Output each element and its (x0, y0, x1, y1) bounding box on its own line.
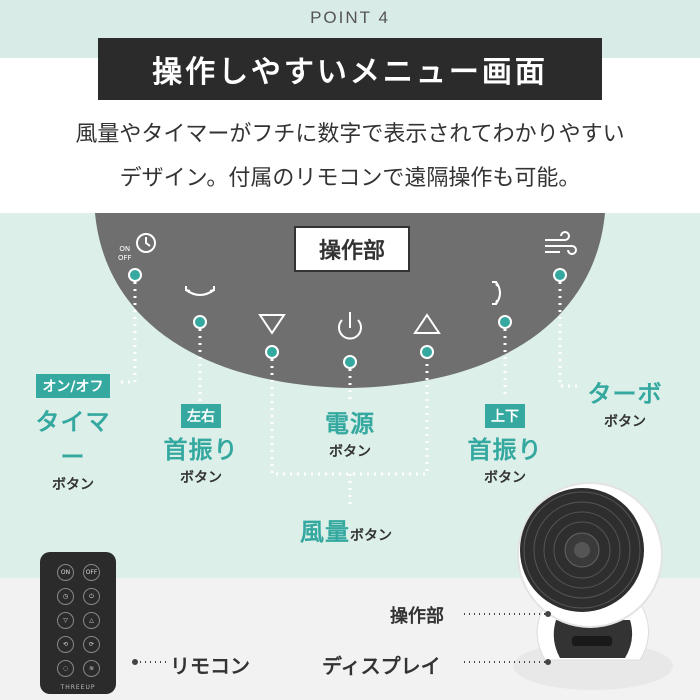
point-label: POINT 4 (310, 8, 390, 27)
connector-lines (118, 275, 578, 504)
turbo-sub-label: ボタン (604, 414, 646, 430)
fan-illustration (513, 482, 673, 690)
swing-ud-callout: 上下 首振り ボタン (462, 404, 548, 487)
power-callout: 電源 ボタン (305, 404, 395, 461)
remote-swing-lr-button: ⟲ (57, 636, 74, 653)
on-text: ON (119, 245, 131, 253)
control-panel-label-text: 操作部 (318, 239, 385, 264)
connector-dots (128, 268, 567, 369)
turbo-dot (553, 268, 567, 282)
swing-ud-badge: 上下 (485, 404, 525, 428)
power-dot (343, 355, 357, 369)
page-title: 操作しやすいメニュー画面 (98, 38, 602, 100)
remote-turbo-button: ≋ (83, 660, 100, 677)
wind-down-dot (265, 345, 279, 359)
description-line-2: デザイン。付属のリモコンで遠隔操作も可能。 (119, 166, 581, 191)
timer-callout: オン/オフ タイマー ボタン (28, 374, 118, 494)
bottom-connector-lines (140, 613, 545, 663)
swing-ud-dot (498, 315, 512, 329)
control-panel-shape (95, 213, 605, 388)
timer-sub-label: ボタン (52, 477, 94, 493)
off-text: OFF (118, 254, 132, 262)
fan-display-label: ディスプレイ (322, 654, 441, 678)
turbo-main-label: ターボ (587, 380, 663, 408)
wind-down-icon (258, 314, 286, 335)
fan-panel-label: 操作部 (390, 606, 444, 627)
control-panel-label: 操作部 (294, 226, 410, 272)
remote-up-button: △ (83, 612, 100, 629)
clock-icon (136, 233, 156, 253)
swing-lr-sub-label: ボタン (180, 470, 222, 486)
turbo-wind-icon (545, 231, 577, 255)
remote-swing-ud-button: ⟳ (83, 636, 100, 653)
timer-main-label: タイマー (35, 408, 111, 471)
swing-lr-callout: 左右 首振り ボタン (158, 404, 244, 487)
timer-dot (128, 268, 142, 282)
on-off-indicator: ON OFF (118, 245, 132, 263)
description-line-1: 風量やタイマーがフチに数字で表示されてわかりやすい (75, 122, 625, 147)
remote-down-button: ▽ (57, 612, 74, 629)
wind-main-label: 風量 (300, 518, 350, 546)
wind-sub-label: ボタン (350, 528, 392, 544)
swing-lr-badge: 左右 (181, 404, 221, 428)
bottom-connector-dots (132, 611, 551, 665)
wind-up-icon (413, 313, 441, 334)
power-main-label: 電源 (325, 410, 375, 438)
power-sub-label: ボタン (329, 444, 371, 460)
power-icon (338, 312, 362, 340)
remote-mode-button: ◌ (57, 660, 74, 677)
remote-brand: THREEUP (60, 684, 96, 691)
remote-label: リモコン (170, 654, 250, 678)
swing-lr-main-label: 首振り (163, 436, 239, 464)
swing-ud-main-label: 首振り (467, 436, 543, 464)
page-title-text: 操作しやすいメニュー画面 (152, 55, 548, 90)
swing-lr-dot (193, 315, 207, 329)
remote-off-button: OFF (83, 564, 100, 581)
timer-badge: オン/オフ (36, 374, 110, 398)
swing-ud-sub-label: ボタン (484, 470, 526, 486)
remote-clock-button: ◷ (57, 588, 74, 605)
turbo-callout: ターボ ボタン (578, 374, 672, 431)
remote-power-button: ⏻ (83, 588, 100, 605)
remote-on-button: ON (57, 564, 74, 581)
remote-control: ON OFF ◷ ⏻ ▽ △ ⟲ ⟳ ◌ ≋ THREEUP (40, 552, 116, 694)
wind-up-dot (420, 345, 434, 359)
wind-callout: 風量ボタン (300, 512, 420, 547)
